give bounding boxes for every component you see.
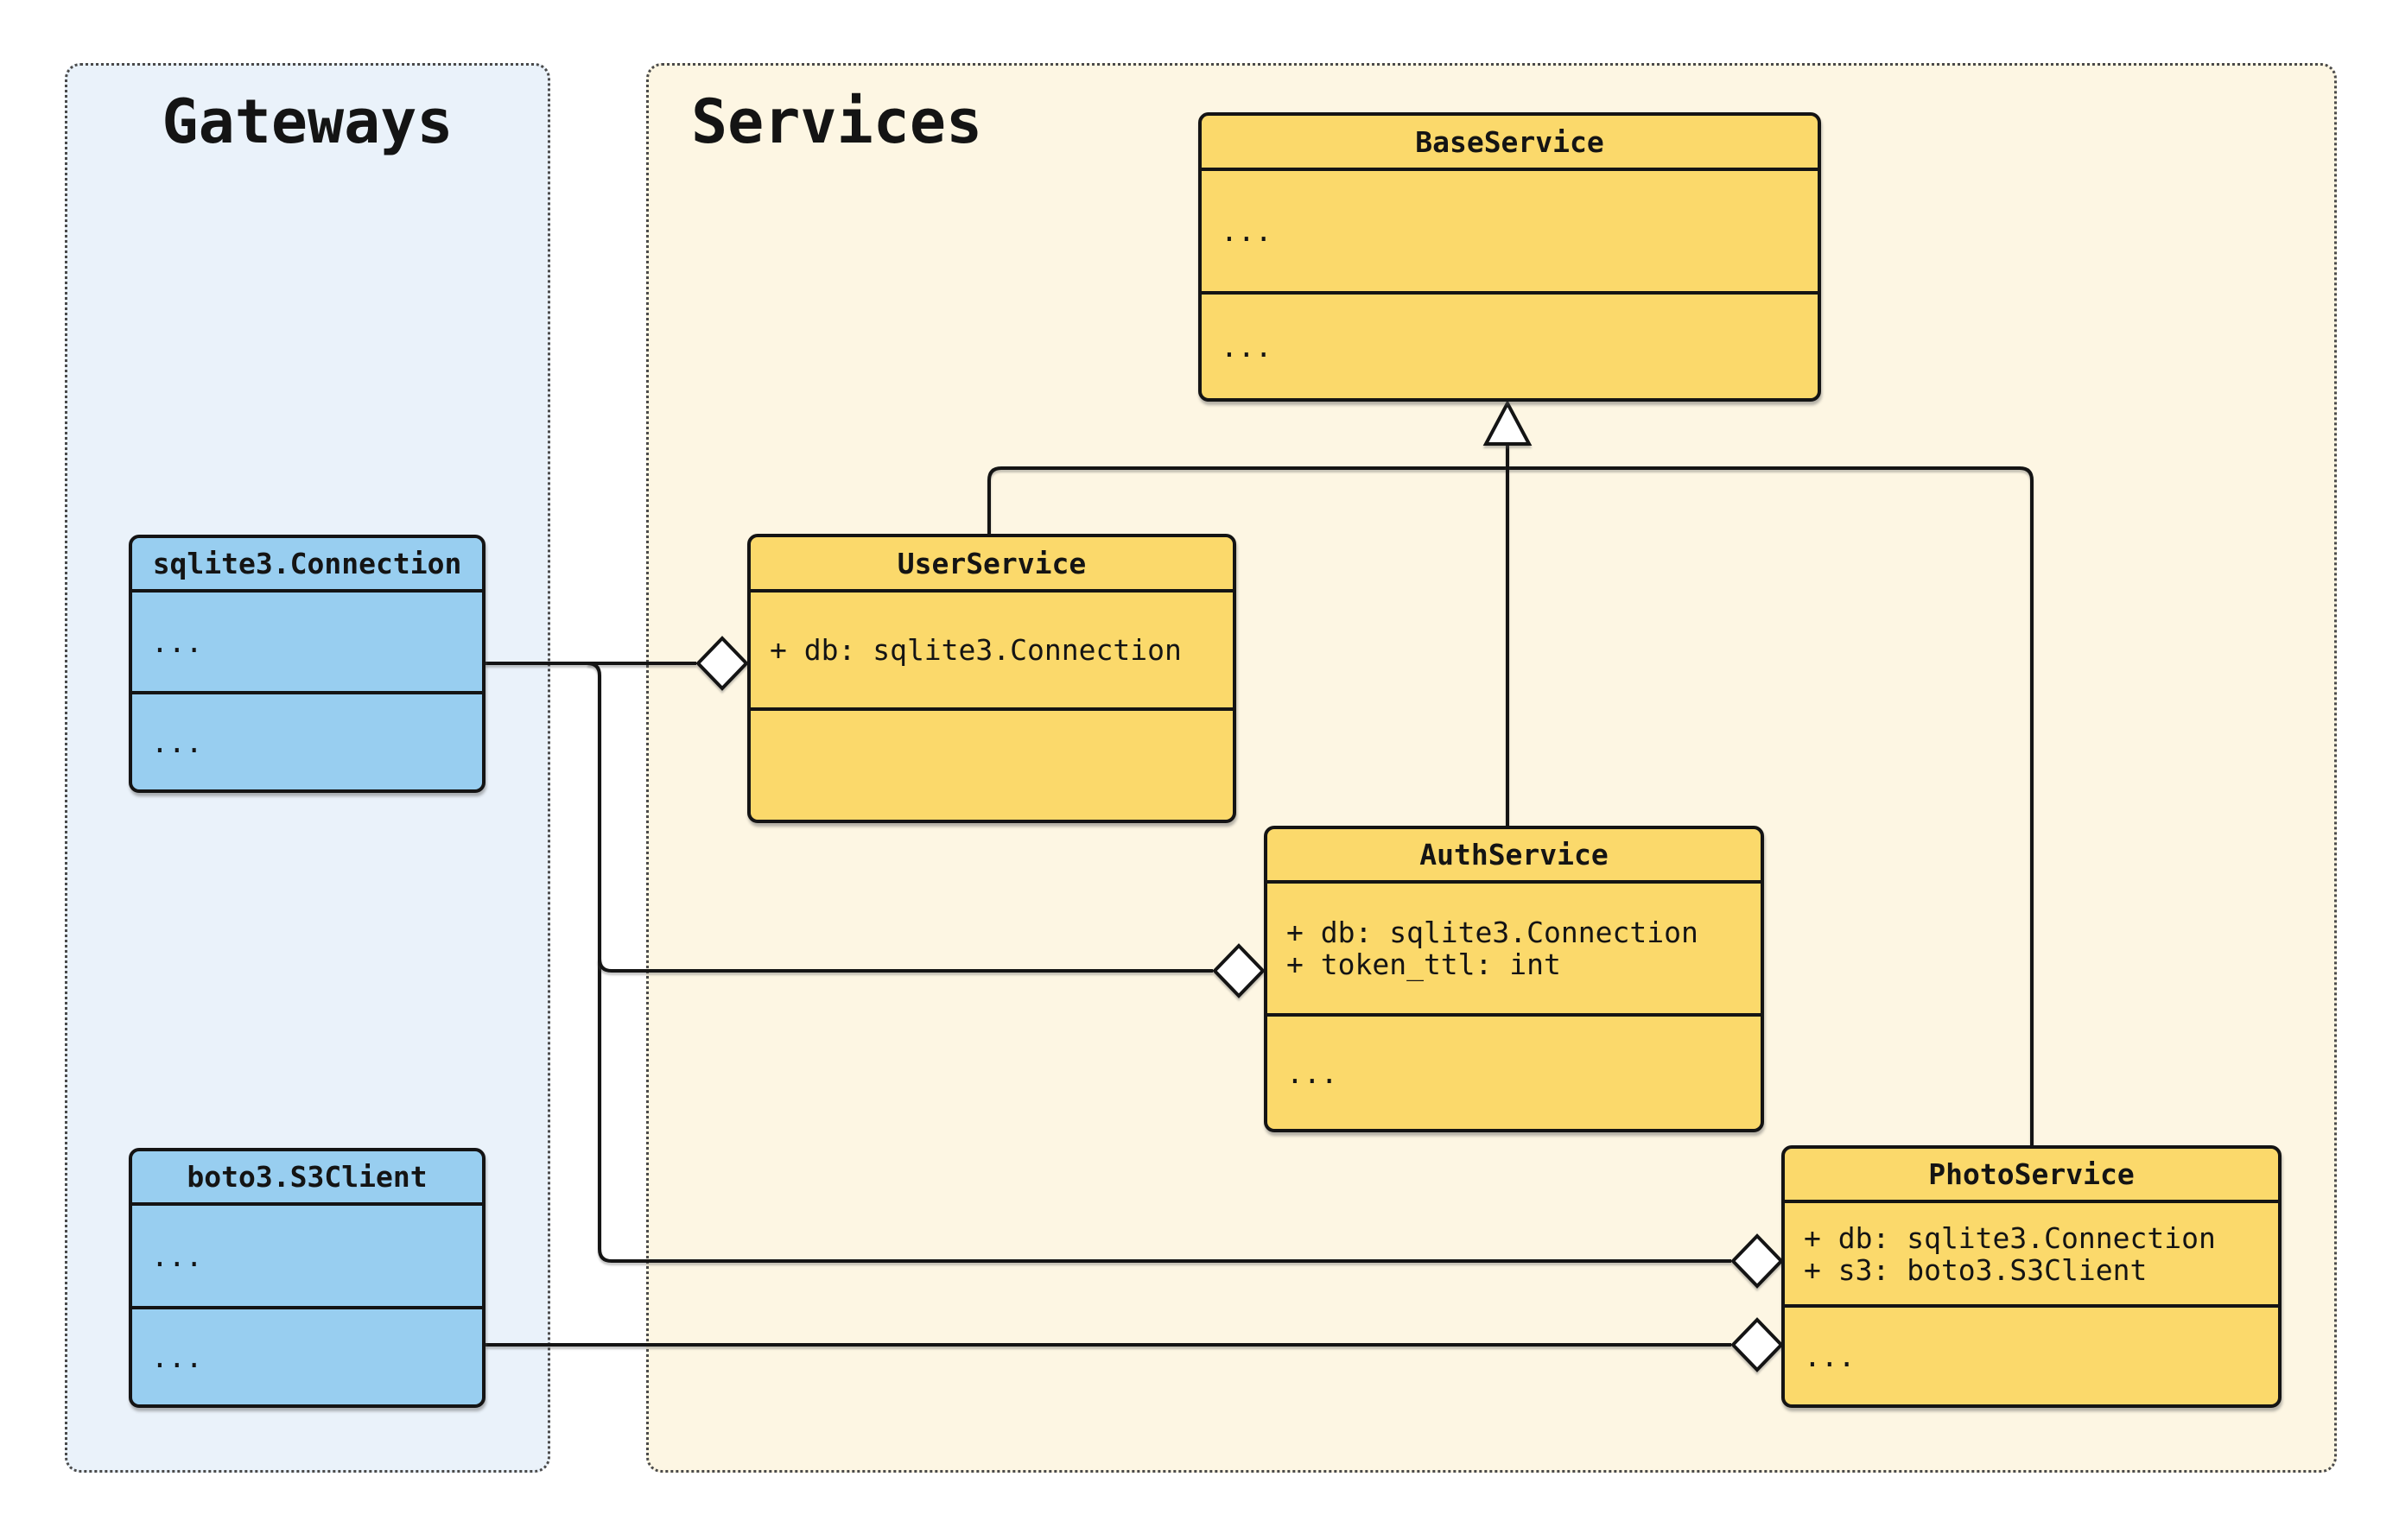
class-methods: ... xyxy=(151,725,203,759)
class-boto3-s3client: boto3.S3Client ... ... xyxy=(129,1148,486,1408)
class-methods: ... xyxy=(151,1340,203,1374)
class-title: BaseService xyxy=(1202,116,1818,171)
class-title: boto3.S3Client xyxy=(132,1151,482,1206)
class-methods: ... xyxy=(1286,1055,1338,1090)
class-attributes: ... xyxy=(1202,171,1818,295)
class-methods: ... xyxy=(1804,1339,1856,1373)
class-sqlite3-connection: sqlite3.Connection ... ... xyxy=(129,535,486,793)
class-attributes: + db: sqlite3.Connection + s3: boto3.S3C… xyxy=(1785,1203,2278,1308)
class-title: PhotoService xyxy=(1785,1149,2278,1203)
class-attributes: ... xyxy=(132,1206,482,1309)
class-title: AuthService xyxy=(1267,829,1761,884)
class-title: sqlite3.Connection xyxy=(132,538,482,593)
class-baseservice: BaseService ... ... xyxy=(1198,112,1821,402)
class-attributes: ... xyxy=(132,593,482,694)
services-title: Services xyxy=(691,86,983,157)
class-attributes: + db: sqlite3.Connection + token_ttl: in… xyxy=(1267,884,1761,1017)
class-authservice: AuthService + db: sqlite3.Connection + t… xyxy=(1264,826,1764,1132)
class-methods: ... xyxy=(1221,329,1272,364)
class-methods xyxy=(751,711,1233,820)
class-attributes: + db: sqlite3.Connection xyxy=(751,593,1233,711)
class-userservice: UserService + db: sqlite3.Connection xyxy=(747,534,1236,823)
class-title: UserService xyxy=(751,537,1233,593)
class-photoservice: PhotoService + db: sqlite3.Connection + … xyxy=(1781,1145,2282,1408)
gateways-title: Gateways xyxy=(162,86,454,157)
